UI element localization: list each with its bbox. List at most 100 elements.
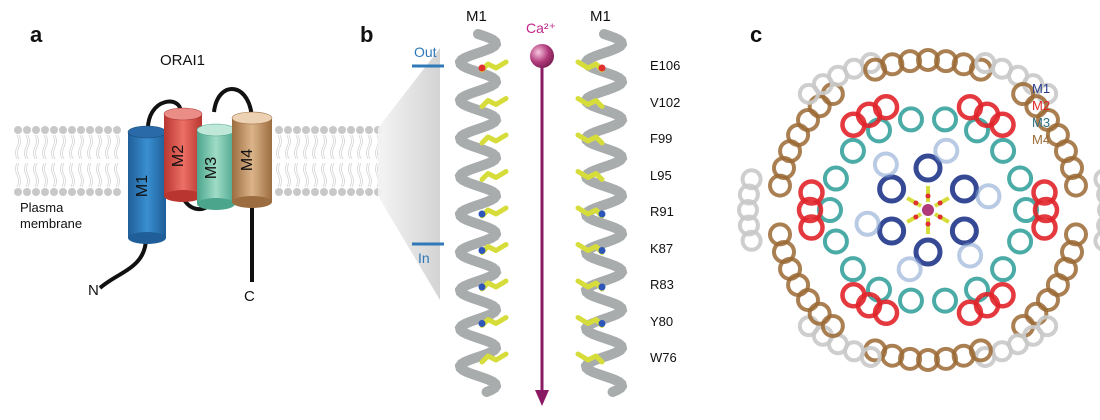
orai1-title: ORAI1 <box>160 52 206 69</box>
helix-ring <box>822 165 849 192</box>
pore-helix-left <box>454 29 502 397</box>
sidechain-atom <box>598 283 606 291</box>
helix-ring <box>737 183 760 206</box>
sidechain-atom <box>598 64 606 72</box>
lipid-tail <box>87 134 93 160</box>
lipid-tail <box>69 134 75 160</box>
sidechain-atom <box>913 214 919 220</box>
helix-ring <box>1035 288 1060 313</box>
helix-ring <box>798 214 825 241</box>
sidechain-atom <box>478 247 486 254</box>
lipid-tail <box>312 134 318 160</box>
helix-m2-cylinder <box>163 107 203 202</box>
lipid-head <box>23 126 31 134</box>
lipid-tail <box>42 134 48 160</box>
lipid-head <box>68 126 76 134</box>
residue-label: L95 <box>650 167 672 183</box>
lipid-tail <box>366 162 372 188</box>
lipid-tail <box>303 162 309 188</box>
left-helix-label: M1 <box>466 8 487 25</box>
helix-ring <box>839 256 866 283</box>
lipid-tail <box>339 134 345 160</box>
lipid-head <box>23 188 31 196</box>
residue-sidechain <box>479 315 509 328</box>
sidechain-atom <box>598 247 606 254</box>
legend-item-m2: M2 <box>1032 98 1051 113</box>
helix-ring <box>1093 169 1100 190</box>
helix-ring <box>768 222 793 247</box>
lipid-tail <box>348 162 354 188</box>
helix-ring <box>932 106 959 133</box>
lipid-head <box>104 188 112 196</box>
n-terminal-tail <box>98 237 148 290</box>
lipid-tail <box>33 134 39 160</box>
lipid-tail <box>294 134 300 160</box>
sidechain-atom <box>478 64 486 72</box>
lipid-head <box>338 126 346 134</box>
helix-ring <box>933 137 960 164</box>
legend-item-m4: M4 <box>1032 132 1051 147</box>
panel-a-letter: a <box>30 22 43 47</box>
lipid-tail <box>51 134 57 160</box>
residue-label: V102 <box>650 94 681 110</box>
lipid-tail <box>105 134 111 160</box>
lipid-tail <box>96 162 102 188</box>
residue-sidechain <box>479 205 509 219</box>
residue-sidechain <box>479 278 509 292</box>
helix-ring <box>913 237 943 267</box>
lipid-tail <box>60 134 66 160</box>
residue-sidechain <box>575 315 605 328</box>
helix-ring <box>872 93 900 121</box>
lipid-head <box>77 126 85 134</box>
lipid-tail <box>348 134 354 160</box>
residue-sidechain <box>575 351 605 365</box>
helix-ring <box>990 137 1017 164</box>
lipid-tail <box>33 162 39 188</box>
helix-ring <box>737 214 760 237</box>
residue-sidechain <box>479 242 509 255</box>
c-terminus-label: C <box>244 288 255 305</box>
arrow-head <box>535 390 549 406</box>
lipid-tail <box>330 134 336 160</box>
lipid-head <box>86 188 94 196</box>
lipid-head <box>14 188 22 196</box>
residue-label: E106 <box>650 58 681 73</box>
helix-ring <box>1011 82 1036 107</box>
lipid-tail <box>105 162 111 188</box>
panel-c-letter: c <box>750 22 763 47</box>
lipid-head <box>95 188 103 196</box>
pore-residue-sidechains <box>478 59 606 365</box>
legend-item-m3: M3 <box>1032 115 1051 130</box>
lipid-head <box>311 188 319 196</box>
helix-color-legend: M1 M2 M3 M4 <box>1032 80 1050 148</box>
helix-ring <box>807 94 832 119</box>
sidechain-atom <box>478 320 486 327</box>
lipid-head <box>59 126 67 134</box>
lipid-tail <box>15 134 21 160</box>
helix-ring <box>740 168 763 191</box>
sidechain-atom <box>913 200 919 206</box>
helix-ring <box>797 315 820 338</box>
helix-ring <box>872 151 899 178</box>
lipid-tail <box>330 162 336 188</box>
in-label: In <box>418 250 430 266</box>
lipid-tail <box>339 162 345 188</box>
residue-sidechain <box>575 96 605 109</box>
lipid-head <box>365 188 373 196</box>
channel-top-view <box>737 48 1100 372</box>
out-label: Out <box>414 44 437 60</box>
helix-ring <box>897 287 924 314</box>
lipid-tail <box>15 162 21 188</box>
lipid-tail <box>357 134 363 160</box>
loop-m3-m4 <box>212 87 254 123</box>
right-helix-label: M1 <box>590 8 611 25</box>
helix-ring <box>913 153 943 183</box>
lipid-tail <box>114 162 120 188</box>
lipid-head <box>284 126 292 134</box>
helix-ring <box>896 256 923 283</box>
plasma-membrane <box>14 126 382 196</box>
helix-m4-cylinder <box>231 111 273 208</box>
lipid-head <box>347 126 355 134</box>
helix-ring <box>1096 186 1100 203</box>
lipid-tail <box>321 162 327 188</box>
